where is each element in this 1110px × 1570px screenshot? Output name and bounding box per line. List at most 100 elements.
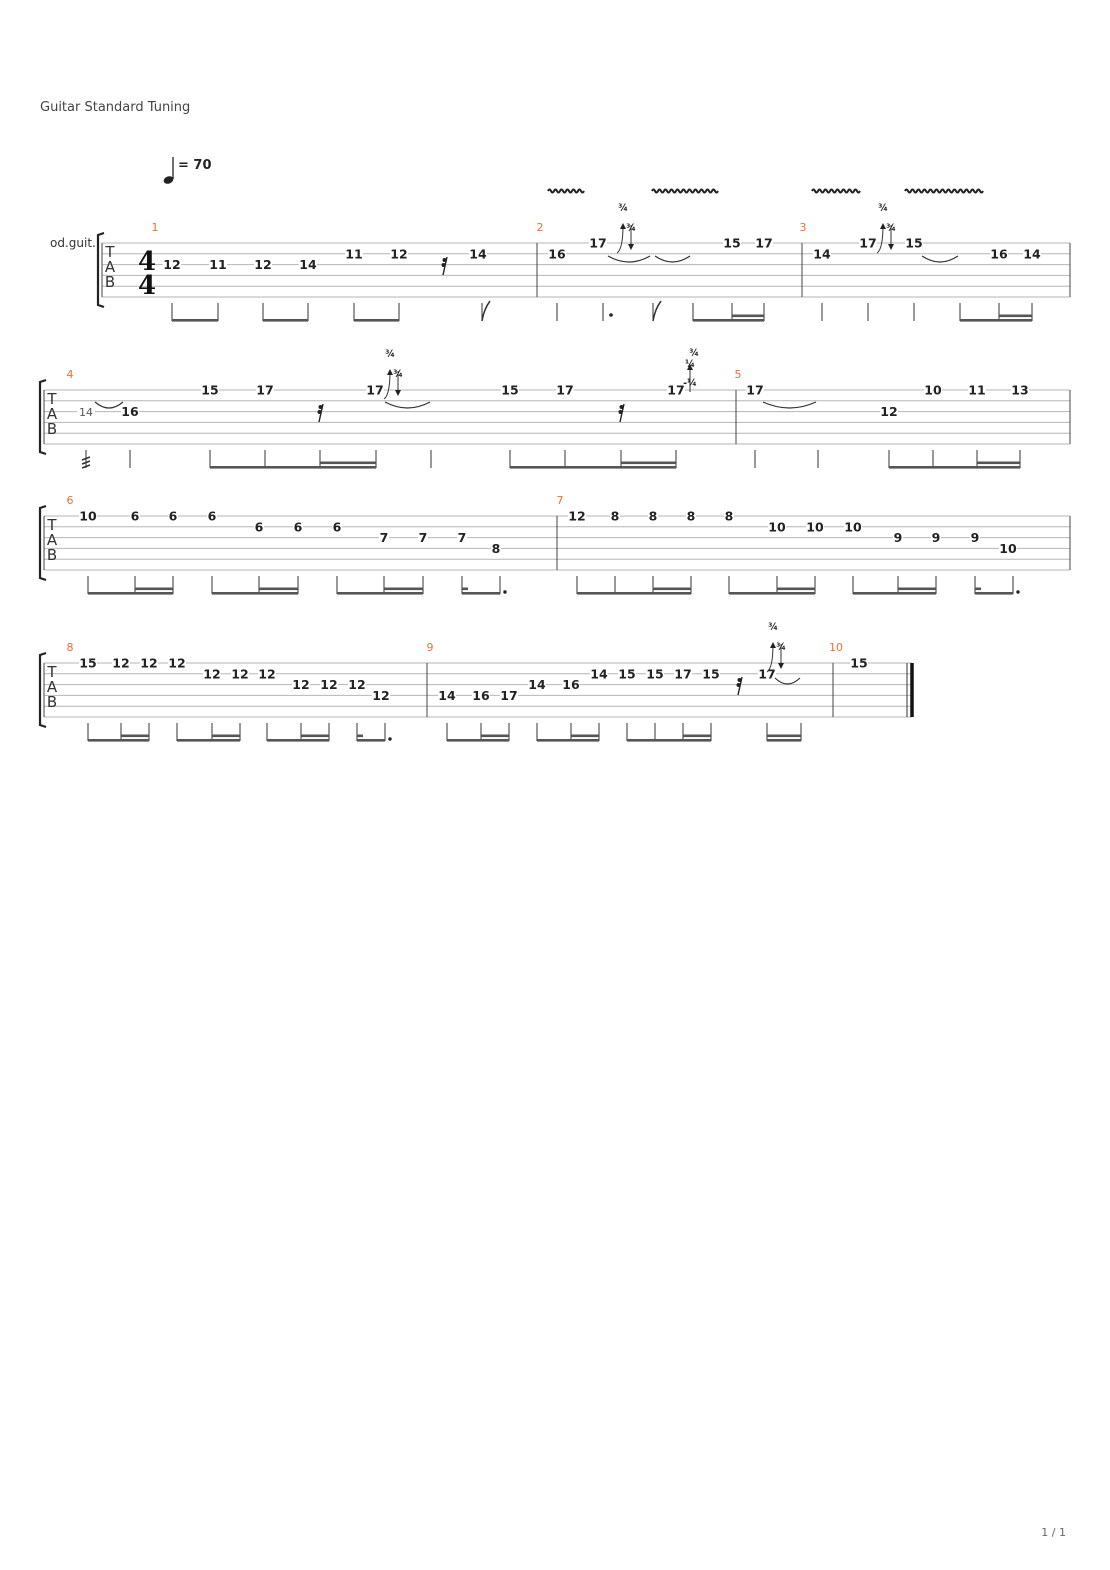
beam (337, 592, 423, 595)
bar-number: 7 (557, 494, 564, 507)
beam-16th (462, 587, 468, 591)
bend-marking-stacked: ¾¼-¼ (683, 348, 699, 392)
fret-bg (418, 531, 428, 545)
tab-clef-letter: A (105, 258, 116, 276)
fret-bg (724, 509, 734, 523)
vibrato-icon (904, 188, 984, 194)
fret-number: 9 (894, 530, 903, 545)
fret-bg (332, 520, 342, 534)
fret-number: 17 (589, 236, 606, 251)
fret-number: 12 (390, 246, 407, 261)
fret-number: 14 (469, 246, 487, 261)
page-number: 1 / 1 (1041, 1526, 1066, 1539)
bend-marking: ¾¾ (383, 349, 403, 400)
fret-number: 14 (528, 677, 546, 692)
fret-bg (258, 667, 276, 681)
bend-arrow-icon (387, 369, 393, 375)
fret-bg (618, 667, 636, 681)
fret-bg (168, 656, 186, 670)
fret-bg (140, 656, 158, 670)
vibrato-marks (547, 188, 984, 194)
beam-16th (653, 587, 691, 591)
fret-bg (528, 678, 546, 692)
fret-number: 7 (419, 530, 428, 545)
beam (88, 739, 149, 742)
fret-bg (758, 667, 776, 681)
bar-number: 9 (427, 641, 434, 654)
fret-bg (1023, 247, 1041, 261)
fret-number: 8 (649, 509, 658, 524)
fret-number: 6 (255, 519, 264, 534)
beam-16th (621, 461, 676, 465)
beam-16th (683, 734, 711, 738)
bend-arrow-icon (880, 223, 886, 229)
beam (537, 739, 599, 742)
fret-bg (667, 383, 685, 397)
beam-16th (999, 314, 1032, 318)
fret-number: 17 (674, 666, 691, 681)
rest-dot (737, 678, 742, 682)
fret-number: 9 (971, 530, 980, 545)
tab-clef-letter: A (47, 531, 58, 549)
beam (88, 592, 173, 595)
beam (693, 319, 764, 322)
fret-number: 14 (299, 257, 317, 272)
beam (729, 592, 815, 595)
tab-clef-letter: T (46, 663, 57, 681)
beam (210, 466, 376, 469)
bend-amount: ¾ (626, 223, 636, 234)
fret-bg (345, 247, 363, 261)
time-signature-top: 4 (138, 247, 156, 277)
bend-amount: ¾ (768, 622, 778, 633)
fret-bg (999, 541, 1017, 555)
fret-bg (844, 520, 862, 534)
beam-16th (357, 734, 363, 738)
fret-bg (813, 247, 831, 261)
fret-bg (390, 247, 408, 261)
bar-number: 3 (800, 221, 807, 234)
fret-bg (893, 531, 903, 545)
fret-number: 8 (492, 541, 501, 556)
beam-16th (732, 314, 764, 318)
tab-clef-letter: T (46, 516, 57, 534)
rest-dot (317, 410, 322, 414)
fret-number: 17 (500, 688, 517, 703)
fret-number: 15 (850, 656, 867, 671)
fret-bg (702, 667, 720, 681)
fret-number: 15 (501, 383, 518, 398)
fret-bg (968, 383, 986, 397)
fret-bg (723, 236, 741, 250)
fret-number: 10 (806, 519, 824, 534)
tab-clef-letter: A (47, 405, 58, 423)
fret-number: 16 (472, 688, 490, 703)
tremolo-mark (81, 460, 91, 465)
fret-number: 15 (905, 236, 922, 251)
fret-number: 14 (813, 246, 831, 261)
fret-bg (203, 667, 221, 681)
beam-16th (898, 587, 936, 591)
fret-number: 14 (79, 406, 93, 419)
fret-number: 6 (208, 509, 217, 524)
fret-number: 11 (345, 246, 362, 261)
rest-dot (619, 405, 624, 409)
tie-arc (762, 401, 817, 409)
fret-bg (372, 688, 390, 702)
fret-number: 12 (320, 677, 337, 692)
fret-bg (320, 678, 338, 692)
tremolo-mark (81, 464, 91, 469)
beam (975, 592, 1013, 595)
fret-bg (880, 405, 898, 419)
fret-number: 12 (168, 656, 185, 671)
fret-number: 17 (667, 383, 684, 398)
fret-number: 7 (458, 530, 467, 545)
fret-bg (201, 383, 219, 397)
fret-bg (548, 247, 566, 261)
fret-number: 10 (999, 541, 1017, 556)
fret-number: 12 (258, 666, 275, 681)
fret-bg (755, 236, 773, 250)
fret-bg (231, 667, 249, 681)
fret-bg (501, 383, 519, 397)
